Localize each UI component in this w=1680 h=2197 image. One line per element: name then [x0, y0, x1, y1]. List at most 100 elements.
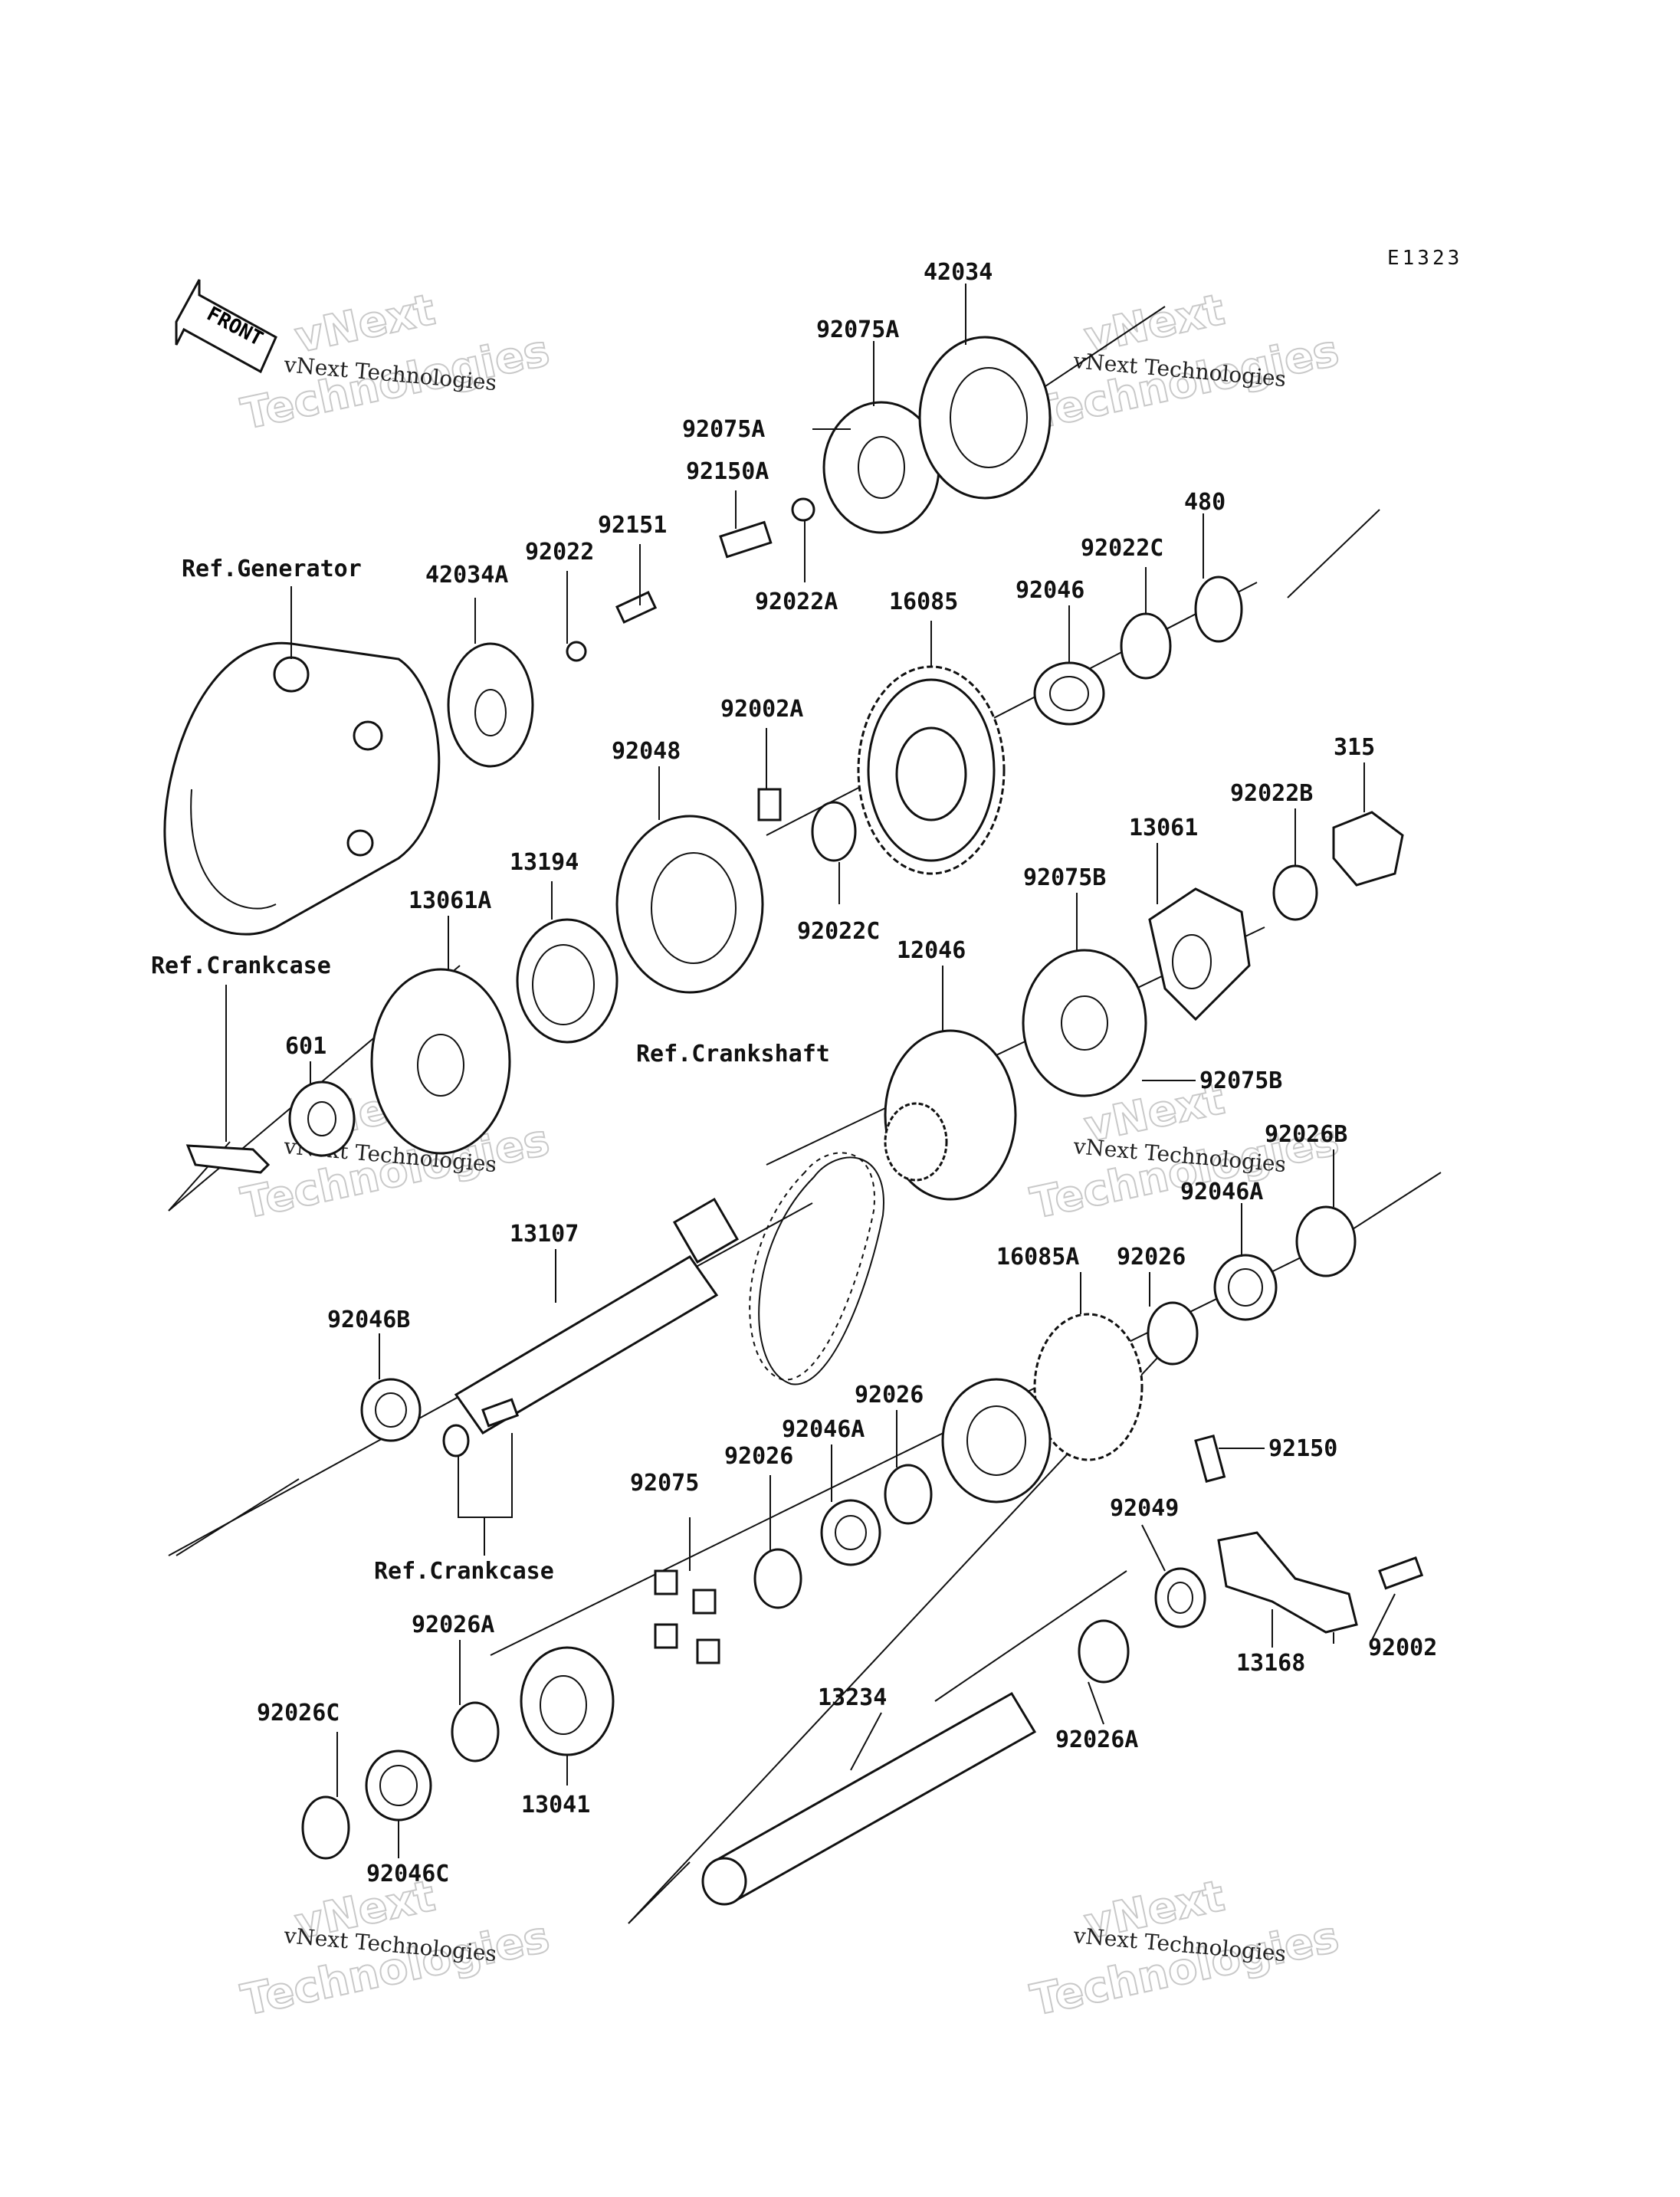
bearing-92046A-upper	[1213, 1254, 1278, 1321]
label-92022C-top: 92022C	[1081, 535, 1163, 562]
washer-92022-icon	[566, 641, 587, 662]
seal-92049	[1154, 1567, 1206, 1628]
label-16085: 16085	[889, 589, 958, 615]
label-92046B: 92046B	[327, 1307, 410, 1333]
bolt-crankcase-icon	[481, 1398, 520, 1428]
washer-92026-mid-icon	[884, 1464, 933, 1525]
damper-92075B	[1022, 949, 1147, 1097]
bolt-92002A-icon	[757, 788, 782, 821]
gear-16085	[857, 665, 1006, 875]
label-92046A-top: 92046A	[1180, 1179, 1263, 1205]
label-92048: 92048	[612, 738, 681, 765]
svg-text:vNext: vNext	[290, 285, 439, 363]
label-92022: 92022	[525, 539, 594, 566]
label-92150A: 92150A	[686, 458, 769, 485]
label-92026-mid: 92026	[855, 1382, 924, 1408]
crankcase-bracket-icon	[185, 1144, 271, 1174]
washer-92022C-lower-icon	[811, 801, 857, 862]
generator-cover	[163, 641, 441, 936]
front-arrow-icon: FRONT	[175, 279, 277, 374]
label-92026-top: 92026	[1117, 1244, 1186, 1271]
washer-92026B-icon	[1295, 1205, 1357, 1277]
gear-16085A	[941, 1313, 1144, 1503]
diagram-code: E1323	[1387, 247, 1462, 270]
label-13107: 13107	[510, 1221, 579, 1248]
bolt-92150-icon	[1194, 1434, 1226, 1483]
label-92046A-mid: 92046A	[782, 1416, 865, 1443]
label-42034: 42034	[924, 259, 993, 286]
label-92026B: 92026B	[1265, 1121, 1347, 1148]
label-92075B-top: 92075B	[1023, 864, 1106, 891]
washer-92022B-icon	[1272, 864, 1318, 921]
clutch-13194	[516, 918, 619, 1044]
label-92075A-top: 92075A	[816, 316, 899, 343]
label-92026A-right: 92026A	[1055, 1726, 1138, 1753]
label-92150: 92150	[1268, 1435, 1337, 1462]
watermark-bottom-left: vNext Technologies vNext Technologies	[236, 1871, 554, 2027]
washer-92026C-icon	[301, 1795, 350, 1860]
bolt-92002-icon	[1378, 1556, 1424, 1590]
bearing-92046B	[360, 1378, 422, 1442]
washer-92026-lower-icon	[753, 1548, 802, 1609]
label-42034A: 42034A	[425, 562, 508, 589]
washer-92026A-right-icon	[1078, 1619, 1130, 1684]
label-315: 315	[1334, 734, 1375, 761]
label-ref-crankshaft: Ref.Crankshaft	[636, 1041, 830, 1067]
label-92022B: 92022B	[1230, 780, 1313, 807]
leader-lines	[225, 284, 1396, 1858]
washer-92022A-icon	[791, 497, 815, 522]
plate-92048	[615, 815, 764, 994]
label-92026C: 92026C	[257, 1700, 340, 1726]
watermark-mid-right: vNext Technologies vNext Technologies	[1025, 1074, 1344, 1230]
nut-315-icon	[1332, 811, 1404, 887]
hub-13041	[520, 1646, 615, 1756]
label-92075: 92075	[630, 1470, 699, 1497]
bearing-92046A-mid	[820, 1499, 881, 1566]
washer-92026-upper-icon	[1147, 1301, 1199, 1366]
label-92002: 92002	[1368, 1635, 1437, 1661]
label-13168: 13168	[1236, 1650, 1305, 1677]
hub-13061	[1148, 887, 1251, 1021]
label-13041: 13041	[521, 1792, 590, 1818]
label-92046: 92046	[1016, 577, 1084, 604]
bearing-92046C	[365, 1749, 432, 1822]
part-42034A	[447, 642, 534, 768]
washer-92022C-icon	[1120, 612, 1172, 680]
label-92026A-left: 92026A	[412, 1612, 494, 1638]
label-13234: 13234	[818, 1684, 887, 1711]
washer-crankcase-icon	[442, 1424, 470, 1458]
label-601: 601	[285, 1033, 326, 1060]
shaft-13107	[454, 1197, 740, 1435]
watermark-bottom-right: vNext Technologies vNext Technologies	[1025, 1871, 1344, 2027]
bearing-601	[288, 1080, 356, 1157]
label-16085A: 16085A	[996, 1244, 1079, 1271]
label-92022C-lower: 92022C	[797, 918, 880, 945]
label-92046C: 92046C	[366, 1861, 449, 1887]
hub-13061A	[370, 968, 511, 1155]
label-92049: 92049	[1110, 1495, 1179, 1522]
housing-42034	[918, 336, 1052, 500]
label-13061: 13061	[1129, 815, 1198, 841]
label-92002A: 92002A	[720, 696, 803, 723]
label-92022A: 92022A	[755, 589, 838, 615]
lever-13168-icon	[1217, 1531, 1358, 1634]
label-ref-generator: Ref.Generator	[182, 556, 362, 582]
label-12046: 12046	[897, 937, 966, 964]
bolt-92151-icon	[615, 590, 658, 624]
cam-chain	[749, 1152, 884, 1385]
bolt-92150A-icon	[719, 520, 773, 559]
label-92075B-side: 92075B	[1199, 1067, 1282, 1094]
label-13061A: 13061A	[409, 887, 491, 914]
part-labels: 42034 92075A 92075A 92150A 92022A 92151 …	[151, 259, 1437, 1887]
label-480: 480	[1184, 489, 1226, 516]
label-92026-lower: 92026	[724, 1443, 793, 1470]
label-92075A-side: 92075A	[682, 416, 765, 443]
circlip-480-icon	[1194, 575, 1243, 643]
label-92151: 92151	[598, 512, 667, 539]
label-ref-crankcase-upper: Ref.Crankcase	[151, 953, 331, 979]
camshaft-13234	[701, 1691, 1037, 1906]
bearing-92046	[1033, 661, 1105, 726]
watermark-top-right: vNext Technologies vNext Technologies	[1025, 284, 1344, 441]
sprocket-12046	[884, 1029, 1017, 1201]
